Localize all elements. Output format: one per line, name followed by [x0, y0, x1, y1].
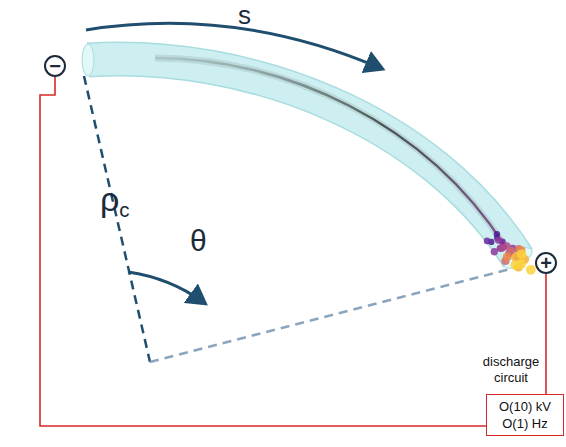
circuit-wire: [545, 274, 547, 394]
circuit-value: O(10) kV: [491, 398, 559, 415]
radius-label: ρc: [100, 182, 130, 216]
radius-line: [150, 268, 514, 362]
plasma-streak: [155, 58, 505, 246]
angle-label: θ: [190, 226, 207, 256]
circuit-heading: discharge circuit: [479, 354, 543, 386]
terminal-circle: −: [44, 55, 66, 77]
circuit-value: O(1) Hz: [491, 415, 559, 432]
polarity-sign: −: [49, 56, 61, 76]
particle-cluster: [484, 231, 536, 275]
circuit-box: discharge circuitO(10) kVO(1) Hz: [486, 394, 564, 436]
terminal-circle: +: [535, 252, 557, 274]
plasma-glow: [155, 58, 505, 246]
polarity-sign: +: [540, 253, 552, 273]
angle-arrow: [128, 272, 203, 302]
circuit-wire: [40, 77, 486, 426]
arc-length-label: s: [238, 2, 251, 28]
tube-end: [82, 44, 94, 76]
radius-line: [84, 76, 150, 362]
